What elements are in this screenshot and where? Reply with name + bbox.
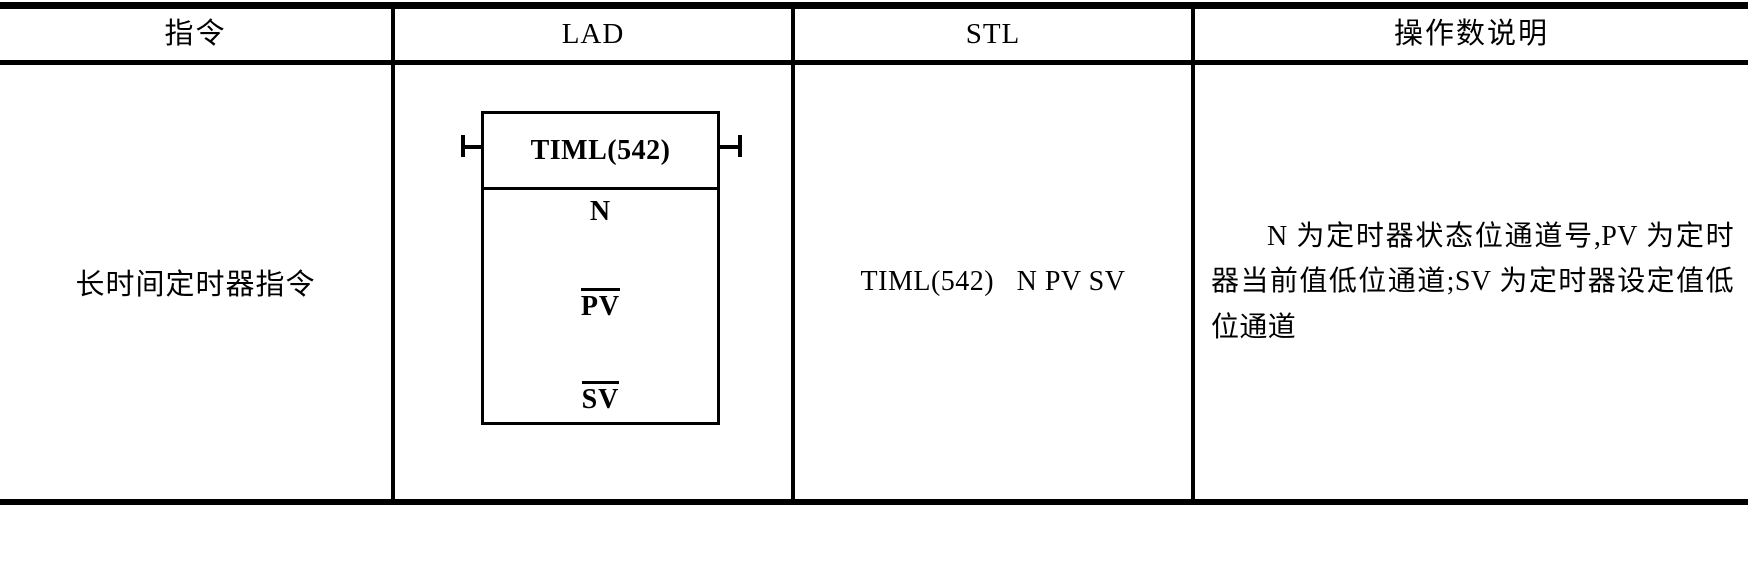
table-header-separator — [0, 60, 1748, 65]
operand-pv: PV — [580, 288, 621, 321]
function-block-title-row: TIML(542) — [484, 114, 717, 190]
operand-n: N — [589, 196, 612, 227]
input-lead-line — [461, 145, 483, 149]
table-bottom-border — [0, 499, 1748, 505]
column-header-instruction: 指令 — [164, 18, 227, 50]
cell-instruction-name: 长时间定时器指令 — [75, 269, 316, 301]
function-block-title: TIML(542) — [530, 134, 671, 166]
column-header-operand-description: 操作数说明 — [1393, 18, 1549, 50]
ladder-diagram: TIML(542) N PV SV — [395, 65, 791, 499]
column-divider-2 — [791, 2, 795, 505]
cell-lad-diagram: TIML(542) N PV SV — [395, 65, 791, 499]
column-divider-3 — [1191, 2, 1195, 505]
operand-description-text: N 为定时器状态位通道号,PV 为定时器当前值低位通道;SV 为定时器设定值低位… — [1211, 220, 1734, 343]
column-divider-1 — [391, 2, 395, 505]
cell-stl-mnemonic: TIML(542) N PV SV — [860, 266, 1126, 297]
output-terminal-icon — [738, 135, 742, 157]
column-header-lad: LAD — [561, 18, 625, 50]
output-lead-line — [718, 145, 742, 149]
function-block: TIML(542) N PV SV — [481, 111, 720, 425]
cell-operand-description: N 为定时器状态位通道号,PV 为定时器当前值低位通道;SV 为定时器设定值低位… — [1195, 65, 1748, 499]
operand-sv: SV — [581, 381, 620, 414]
table-top-border — [0, 2, 1748, 9]
input-terminal-icon — [461, 135, 465, 157]
function-block-operand-list: N PV SV — [484, 190, 717, 425]
column-header-stl: STL — [965, 18, 1021, 50]
